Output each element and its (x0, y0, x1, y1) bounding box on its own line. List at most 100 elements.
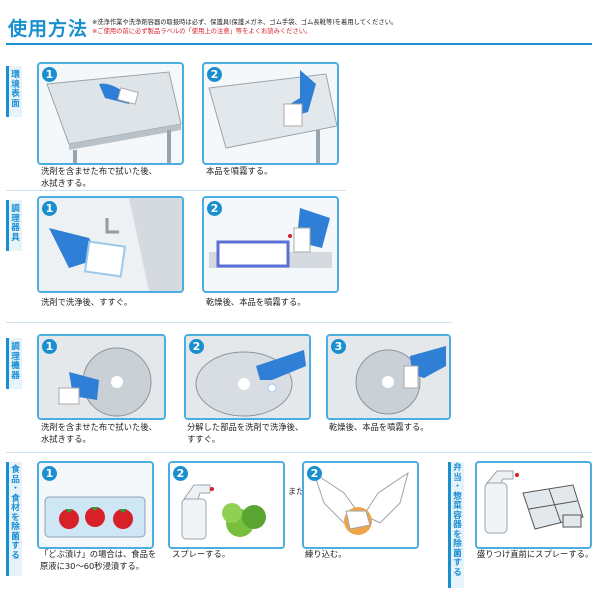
label-char: 食 (11, 493, 20, 504)
slicer-spray-illustration (328, 336, 449, 418)
label-char: る (11, 550, 20, 561)
step-number: 2 (207, 201, 222, 216)
step-number: 2 (189, 339, 204, 354)
label-char: ・ (11, 484, 20, 494)
label-char: 器 (11, 370, 20, 381)
caption-line: 「どぶ漬け」の場合は、食品を (40, 549, 157, 559)
page-title: 使用方法 (8, 18, 89, 40)
step-number: 1 (42, 339, 57, 354)
label-char: 弁 (453, 463, 462, 473)
caption-spray-utensil: 乾燥後、本品を噴霧する。 (206, 296, 306, 308)
caption-line: すすぐ。 (187, 434, 221, 444)
section-label-food-sanitize: 食 品 ・ 食 材 を 除 菌 す る (6, 462, 22, 576)
caption-line: 乾燥後、本品を噴霧する。 (329, 422, 429, 432)
label-char: 食 (11, 465, 20, 475)
table-spray-illustration (208, 70, 337, 163)
tomato-soak-illustration (44, 496, 146, 538)
bento-spray-illustration (484, 470, 584, 534)
label-char: 面 (11, 98, 20, 109)
step-image-spray-surface: 2 (202, 62, 339, 165)
section-label-machines: 調 理 機 器 (6, 338, 22, 389)
caption-wash-blade: 分解した部品を洗剤で洗浄後、 すすぐ。 (187, 421, 303, 445)
label-char: 除 (453, 539, 462, 549)
section-label-utensils: 調 理 器 具 (6, 200, 22, 251)
section-divider (6, 190, 346, 191)
step-image-knead-food: 2 (302, 461, 419, 549)
step-image-spray-food: 2 (168, 461, 285, 549)
step-image-wash-utensil: 1 (37, 196, 184, 293)
label-char: 惣 (453, 491, 462, 502)
title-underline (6, 43, 592, 45)
step-image-spray-slicer: 3 (326, 334, 451, 420)
caption-line: 原液に30〜60秒浸漬する。 (40, 561, 145, 571)
step-number: 2 (173, 466, 188, 481)
label-char: す (453, 558, 462, 568)
caption-line: 水拭きする。 (41, 434, 91, 444)
label-char: 当 (453, 472, 462, 483)
caption-line: 本品を噴霧する。 (206, 166, 273, 176)
label-char: 表 (11, 89, 20, 99)
step-image-spray-container (475, 461, 592, 549)
label-char: を (453, 529, 462, 540)
step-number: 2 (207, 67, 222, 82)
caption-spray-surface: 本品を噴霧する。 (206, 165, 272, 177)
note-read-label: ※ご使用の前に必ず製品ラベルの「使用上の注意」等をよくお読みください。 (92, 27, 312, 35)
label-char: 調 (11, 342, 20, 352)
caption-line: 盛りつけ直前にスプレーする。 (477, 549, 594, 559)
or-label: または (288, 487, 312, 496)
caption-line: スプレーする。 (172, 549, 231, 559)
caption-soak-food: 「どぶ漬け」の場合は、食品を 原液に30〜60秒浸漬する。 (40, 548, 156, 572)
caption-spray-slicer: 乾燥後、本品を噴霧する。 (329, 421, 429, 433)
caption-wash-utensil: 洗剤で洗浄後、すすぐ。 (41, 296, 132, 308)
label-char: 環 (11, 70, 20, 80)
label-char: ・ (453, 482, 462, 492)
safety-notes: ※洗浄作業や洗浄剤容器の取扱時は必ず、保護具(保護メガネ、ゴム手袋、ゴム長靴等)… (92, 19, 397, 36)
label-char: を (11, 512, 20, 523)
step-number: 3 (331, 339, 346, 354)
label-char: す (11, 541, 20, 551)
caption-line: 練り込む。 (305, 549, 347, 559)
caption-spray-food: スプレーする。 (172, 548, 230, 560)
caption-line: 乾燥後、本品を噴霧する。 (206, 297, 306, 307)
section-label-environment: 環 境 表 面 (6, 66, 22, 117)
step-number: 1 (42, 67, 57, 82)
step-image-wipe-surface: 1 (37, 62, 184, 165)
step-number: 1 (42, 201, 57, 216)
caption-spray-container: 盛りつけ直前にスプレーする。 (477, 548, 593, 560)
label-char: る (453, 567, 462, 578)
step-image-wash-blade: 2 (184, 334, 311, 420)
label-char: 理 (11, 213, 20, 224)
caption-wipe-surface: 洗剤を含ませた布で拭いた後、 水拭きする。 (41, 165, 157, 189)
section-label-container-sanitize: 弁 当 ・ 惣 菜 容 器 を 除 菌 す る (448, 462, 464, 588)
step-number: 1 (42, 466, 57, 481)
cutting-board-spray-illustration (209, 208, 332, 268)
caption-knead-food: 練り込む。 (305, 548, 347, 560)
section-divider (6, 452, 592, 453)
label-char: 菌 (453, 548, 462, 559)
step-image-wipe-slicer: 1 (37, 334, 166, 420)
sink-wash-illustration (39, 198, 182, 291)
slicer-wipe-illustration (39, 336, 164, 418)
vegetable-spray-illustration (170, 463, 283, 547)
caption-wipe-slicer: 洗剤を含ませた布で拭いた後、 水拭きする。 (41, 421, 157, 445)
caption-line: 洗剤を含ませた布で拭いた後、 (41, 422, 157, 432)
label-char: 菌 (11, 531, 20, 542)
section-divider (6, 322, 452, 323)
label-char: 容 (453, 510, 462, 521)
note-protective-gear: ※洗浄作業や洗浄剤容器の取扱時は必ず、保護具(保護メガネ、ゴム手袋、ゴム長靴等)… (92, 19, 398, 26)
label-char: 器 (11, 223, 20, 233)
step-image-spray-utensil: 2 (202, 196, 339, 293)
step-image-soak-food: 1 (37, 461, 154, 549)
label-char: 品 (11, 474, 20, 485)
label-char: 菜 (453, 501, 462, 511)
caption-line: 水拭きする。 (41, 178, 91, 188)
caption-line: 洗剤を含ませた布で拭いた後、 (41, 166, 157, 176)
caption-line: 分解した部品を洗剤で洗浄後、 (187, 422, 304, 432)
label-char: 機 (11, 361, 20, 371)
label-char: 調 (11, 204, 20, 214)
table-wipe-illustration (46, 71, 182, 163)
label-char: 器 (453, 520, 462, 530)
label-char: 理 (11, 351, 20, 362)
blade-wash-illustration (186, 336, 309, 418)
label-char: 具 (11, 232, 20, 243)
